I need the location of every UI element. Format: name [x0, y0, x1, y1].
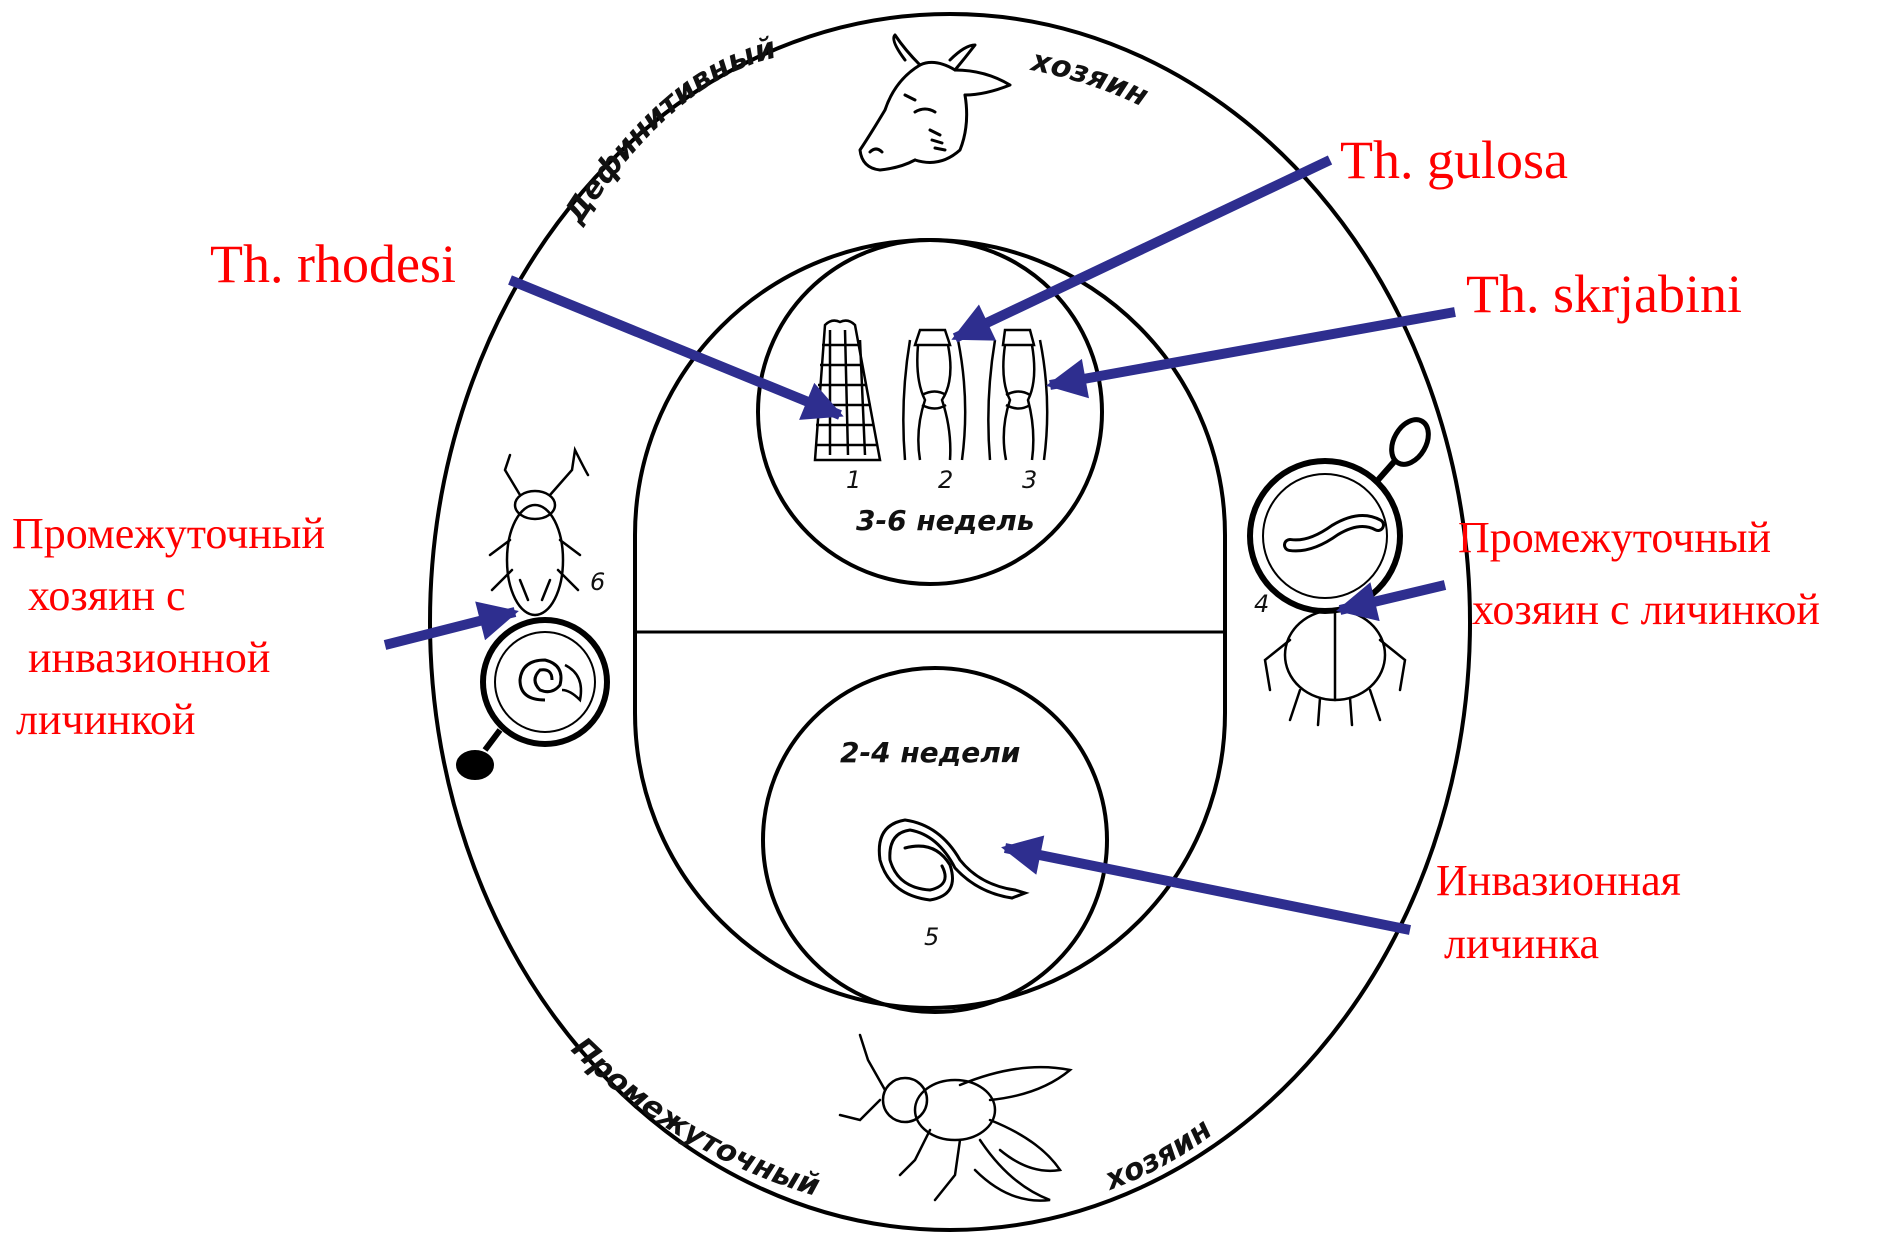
label-th-skrjabini: Th. skrjabini — [1466, 264, 1742, 324]
label-th-rhodesi: Th. rhodesi — [210, 234, 456, 294]
arrow-gulosa — [955, 160, 1330, 338]
label-invasive-larva-line2: личинка — [1444, 919, 1599, 968]
worm-skrjabini-icon — [988, 330, 1047, 460]
label-left-host-line1: Промежуточный — [12, 509, 325, 558]
label-left-host-line3: инвазионной — [28, 633, 270, 682]
cow-head-icon — [860, 35, 1010, 170]
ring-label-intermediate: Промежуточный — [564, 1031, 823, 1204]
stage-number-6: 6 — [590, 568, 605, 596]
arrow-rhodesi — [510, 280, 840, 415]
label-invasive-larva-line1: Инвазионная — [1436, 856, 1681, 905]
stage-number-3: 3 — [1022, 466, 1037, 494]
worm-rhodesi-icon — [815, 321, 880, 460]
right-magnifier-icon — [1250, 413, 1436, 611]
stage-number-4: 4 — [1254, 590, 1269, 618]
bottom-fly-icon — [840, 1035, 1070, 1201]
annotations: Th. rhodesi Th. gulosa Th. skrjabini Про… — [12, 130, 1820, 968]
inner-stadium — [635, 240, 1225, 1008]
left-magnifier-icon — [457, 620, 607, 779]
arrow-skrjabini — [1050, 312, 1455, 385]
larva-icon — [879, 820, 1025, 900]
adult-duration-label: 3-6 недель — [856, 504, 1035, 537]
stage-number-1: 1 — [846, 466, 861, 494]
label-right-host-line1: Промежуточный — [1458, 513, 1771, 562]
label-left-host-line4: личинкой — [16, 695, 195, 744]
stage-number-2: 2 — [938, 466, 953, 494]
stage-number-5: 5 — [924, 923, 939, 951]
label-right-host-line2: хозяин с личинкой — [1472, 585, 1820, 634]
label-left-host-line2: хозяин с — [28, 571, 186, 620]
label-th-gulosa: Th. gulosa — [1340, 130, 1568, 190]
right-beetle-icon — [1265, 610, 1405, 725]
larva-circle: 2-4 недели 5 — [763, 668, 1107, 1012]
ring-label-definitive: Дефинитивный — [557, 31, 780, 230]
arrow-invasive-larva — [1005, 848, 1410, 930]
worm-gulosa-icon — [903, 330, 965, 460]
left-fly-icon — [490, 450, 588, 615]
larva-duration-label: 2-4 недели — [840, 736, 1020, 769]
